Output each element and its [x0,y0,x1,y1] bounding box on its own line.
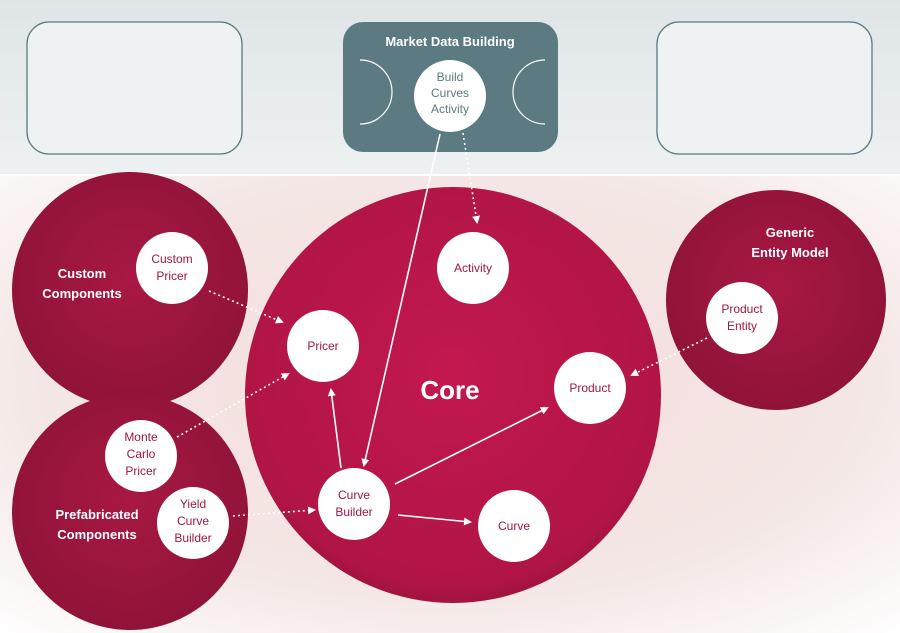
node-label-line: Builder [335,505,372,519]
arrow-build-to-activity [462,132,481,224]
arrows [176,132,708,526]
generic-entity-model-title-line: Generic [766,225,814,240]
generic-entity-model-title-line: Entity Model [751,245,828,260]
node-label-line: Pricer [156,269,187,283]
node-label-line: Monte [124,430,158,444]
generic-entity-model-circle [666,190,886,410]
node-label-line: Curves [431,86,469,100]
arrow-curve-builder-to-curve [397,514,472,526]
empty-left-box [26,21,243,155]
core-title: Core [420,375,479,405]
arrow-curve-builder-to-product [394,407,549,485]
prefabricated-components-title-line: Prefabricated [55,507,138,522]
custom-components-title-line: Components [42,286,121,301]
node-label-line: Entity [727,319,757,333]
node-label-line: Curve [338,488,370,502]
market-data-building-title: Market Data Building [385,34,514,49]
curve-node[interactable]: Curve [478,490,550,562]
node-label-line: Curve [498,519,530,533]
arrow-product-entity-to-product [630,337,708,376]
arrow-curve-builder-to-pricer [327,388,342,469]
node-label-line: Build [437,70,464,84]
node-label-line: Activity [431,102,469,116]
node-label-line: Yield [180,497,206,511]
product-node[interactable]: Product [554,352,626,424]
empty-right-box [656,21,873,155]
node-label-line: Pricer [125,464,156,478]
node-label-line: Carlo [127,447,156,461]
node-label-line: Curve [177,514,209,528]
node-label-line: Activity [454,261,492,275]
arrow-build-to-curve-builder [361,133,441,467]
pricer-node[interactable]: Pricer [287,310,359,382]
monte-carlo-pricer-node[interactable]: Monte Carlo Pricer [105,420,177,492]
node-label-line: Custom [151,252,192,266]
product-entity-node[interactable]: Product Entity [706,282,778,354]
build-curves-activity-node[interactable]: Build Curves Activity [414,60,486,132]
node-label-line: Product [569,381,611,395]
node-label-line: Builder [174,531,211,545]
prefabricated-components-circle [12,394,248,630]
custom-pricer-node[interactable]: Custom Pricer [136,232,208,304]
arrow-yield-to-curve-builder [232,506,316,517]
activity-node[interactable]: Activity [437,232,509,304]
arrow-custom-pricer-to-pricer [208,290,284,324]
node-label-line: Pricer [307,339,338,353]
custom-components-circle [12,172,248,408]
node-label-line: Product [721,302,763,316]
custom-components-title-line: Custom [58,266,106,281]
curve-builder-node[interactable]: Curve Builder [318,468,390,540]
yield-curve-builder-node[interactable]: Yield Curve Builder [157,487,229,559]
prefabricated-components-title-line: Components [57,527,136,542]
arrow-monte-carlo-to-pricer [176,373,290,438]
